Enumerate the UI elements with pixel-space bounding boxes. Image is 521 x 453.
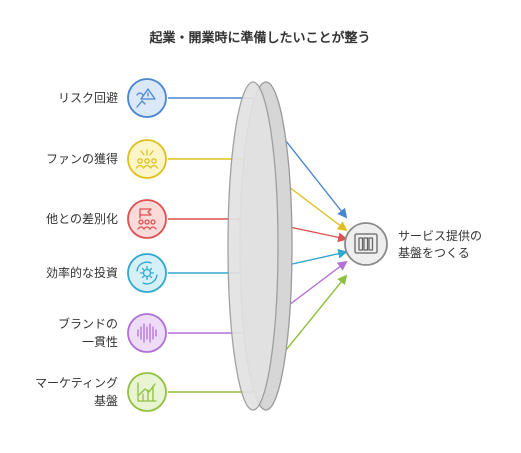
input-label-6-line-1: マーケティング [35, 376, 118, 390]
growth-chart-icon [127, 372, 167, 412]
input-label-6-line-2: 基盤 [94, 394, 118, 408]
columns-building-icon [344, 222, 388, 266]
waveform-icon [127, 313, 167, 353]
input-label-2-line-1: ファンの獲得 [46, 151, 118, 166]
input-label-5-line-1: ブランドの [58, 316, 118, 331]
input-label-4-line-1: 効率的な投資 [46, 265, 118, 280]
fans-group-icon [127, 139, 167, 179]
input-icons [127, 78, 167, 412]
result-label-line-2: 基盤をつくる [398, 246, 470, 260]
input-label-3-line-1: 他との差別化 [46, 212, 118, 226]
lens [227, 81, 293, 411]
input-label-5-line-2: 一貫性 [82, 335, 118, 349]
result-label-line-1: サービス提供の [398, 228, 482, 243]
input-label-1-line-1: リスク回避 [58, 91, 118, 105]
cycle-gear-icon [127, 253, 167, 293]
risk-chart-warning-icon [127, 78, 167, 118]
flag-people-icon [127, 199, 167, 239]
lens-front [227, 81, 279, 411]
diagram-title: 起業・開業時に準備したいことが整う [148, 30, 370, 46]
